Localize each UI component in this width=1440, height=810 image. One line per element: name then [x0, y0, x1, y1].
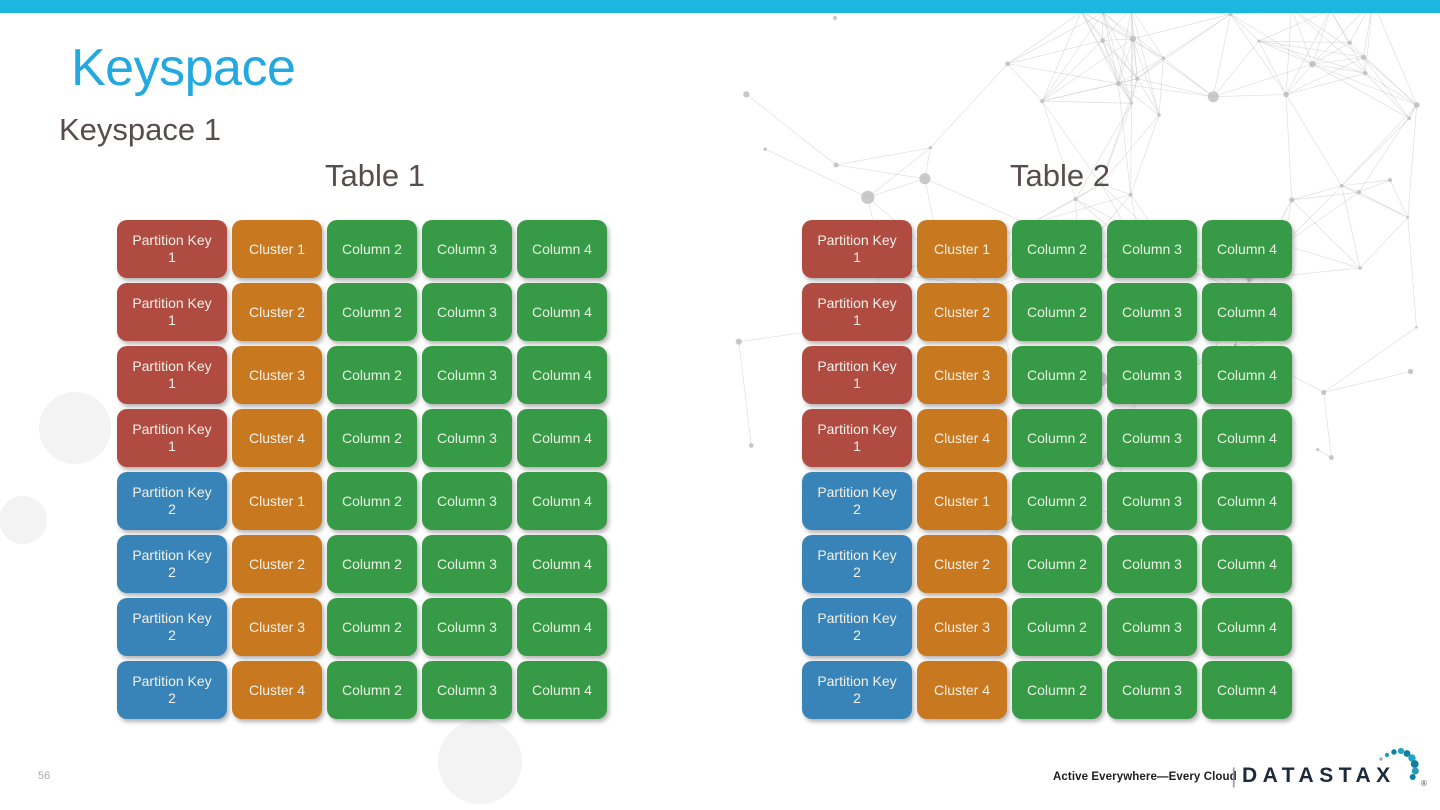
cluster-cell: Cluster 2 [917, 283, 1007, 341]
cluster-cell: Cluster 4 [232, 409, 322, 467]
column-cell: Column 3 [422, 283, 512, 341]
cluster-cell: Cluster 2 [232, 535, 322, 593]
brand-tagline: Active Everywhere—Every Cloud [1053, 771, 1237, 783]
column-cell: Column 4 [1202, 283, 1292, 341]
keyspace-label: Keyspace 1 [59, 112, 221, 147]
column-cell: Column 3 [422, 472, 512, 530]
partition-key-cell: Partition Key 1 [802, 346, 912, 404]
partition-key-cell: Partition Key 2 [117, 472, 227, 530]
partition-key-cell: Partition Key 1 [117, 283, 227, 341]
column-cell: Column 4 [1202, 220, 1292, 278]
table-2-title: Table 2 [1010, 158, 1110, 193]
column-cell: Column 2 [1012, 535, 1102, 593]
column-cell: Column 4 [517, 598, 607, 656]
column-cell: Column 3 [422, 346, 512, 404]
column-cell: Column 4 [1202, 409, 1292, 467]
column-cell: Column 4 [517, 346, 607, 404]
page-number: 56 [38, 770, 51, 782]
cluster-cell: Cluster 1 [917, 220, 1007, 278]
column-cell: Column 2 [327, 220, 417, 278]
column-cell: Column 2 [1012, 283, 1102, 341]
partition-key-cell: Partition Key 2 [802, 535, 912, 593]
column-cell: Column 3 [422, 220, 512, 278]
cluster-cell: Cluster 4 [232, 661, 322, 719]
cluster-cell: Cluster 4 [917, 661, 1007, 719]
datastax-dots-icon [1379, 747, 1419, 780]
datastax-wordmark: DATASTAX [1242, 764, 1396, 787]
column-cell: Column 3 [1107, 409, 1197, 467]
column-cell: Column 3 [1107, 283, 1197, 341]
partition-key-cell: Partition Key 1 [802, 283, 912, 341]
partition-key-cell: Partition Key 1 [802, 409, 912, 467]
tagline-separator: | [1231, 765, 1237, 788]
column-cell: Column 4 [1202, 472, 1292, 530]
partition-key-cell: Partition Key 2 [802, 598, 912, 656]
column-cell: Column 4 [1202, 598, 1292, 656]
column-cell: Column 4 [1202, 535, 1292, 593]
top-accent-bar [0, 0, 1440, 13]
partition-key-cell: Partition Key 2 [117, 661, 227, 719]
column-cell: Column 4 [517, 472, 607, 530]
column-cell: Column 2 [327, 283, 417, 341]
partition-key-cell: Partition Key 2 [802, 661, 912, 719]
page-title: Keyspace [71, 39, 296, 97]
partition-key-cell: Partition Key 1 [117, 346, 227, 404]
partition-key-cell: Partition Key 2 [802, 472, 912, 530]
partition-key-cell: Partition Key 1 [802, 220, 912, 278]
partition-key-cell: Partition Key 2 [117, 535, 227, 593]
column-cell: Column 2 [327, 472, 417, 530]
column-cell: Column 4 [517, 661, 607, 719]
column-cell: Column 3 [1107, 661, 1197, 719]
cluster-cell: Cluster 1 [232, 220, 322, 278]
cluster-cell: Cluster 3 [232, 598, 322, 656]
column-cell: Column 3 [422, 661, 512, 719]
column-cell: Column 4 [1202, 346, 1292, 404]
column-cell: Column 2 [1012, 220, 1102, 278]
table-1-title: Table 1 [325, 158, 425, 193]
column-cell: Column 4 [1202, 661, 1292, 719]
cluster-cell: Cluster 3 [232, 346, 322, 404]
column-cell: Column 4 [517, 283, 607, 341]
column-cell: Column 2 [1012, 598, 1102, 656]
cluster-cell: Cluster 4 [917, 409, 1007, 467]
column-cell: Column 2 [1012, 472, 1102, 530]
cluster-cell: Cluster 3 [917, 598, 1007, 656]
column-cell: Column 3 [1107, 220, 1197, 278]
partition-key-cell: Partition Key 2 [117, 598, 227, 656]
column-cell: Column 3 [1107, 535, 1197, 593]
column-cell: Column 3 [1107, 598, 1197, 656]
partition-key-cell: Partition Key 1 [117, 220, 227, 278]
cluster-cell: Cluster 1 [917, 472, 1007, 530]
cluster-cell: Cluster 2 [917, 535, 1007, 593]
cluster-cell: Cluster 2 [232, 283, 322, 341]
column-cell: Column 2 [1012, 346, 1102, 404]
column-cell: Column 2 [327, 409, 417, 467]
cluster-cell: Cluster 1 [232, 472, 322, 530]
column-cell: Column 3 [1107, 346, 1197, 404]
cluster-cell: Cluster 3 [917, 346, 1007, 404]
column-cell: Column 2 [327, 598, 417, 656]
column-cell: Column 4 [517, 409, 607, 467]
column-cell: Column 3 [1107, 472, 1197, 530]
column-cell: Column 3 [422, 535, 512, 593]
column-cell: Column 3 [422, 409, 512, 467]
column-cell: Column 2 [1012, 661, 1102, 719]
column-cell: Column 2 [1012, 409, 1102, 467]
column-cell: Column 2 [327, 661, 417, 719]
partition-key-cell: Partition Key 1 [117, 409, 227, 467]
column-cell: Column 2 [327, 346, 417, 404]
column-cell: Column 2 [327, 535, 417, 593]
registered-trademark-icon: ® [1421, 779, 1427, 788]
column-cell: Column 3 [422, 598, 512, 656]
column-cell: Column 4 [517, 535, 607, 593]
column-cell: Column 4 [517, 220, 607, 278]
footer-logo: Active Everywhere—Every Cloud | DATASTAX… [1050, 742, 1440, 802]
